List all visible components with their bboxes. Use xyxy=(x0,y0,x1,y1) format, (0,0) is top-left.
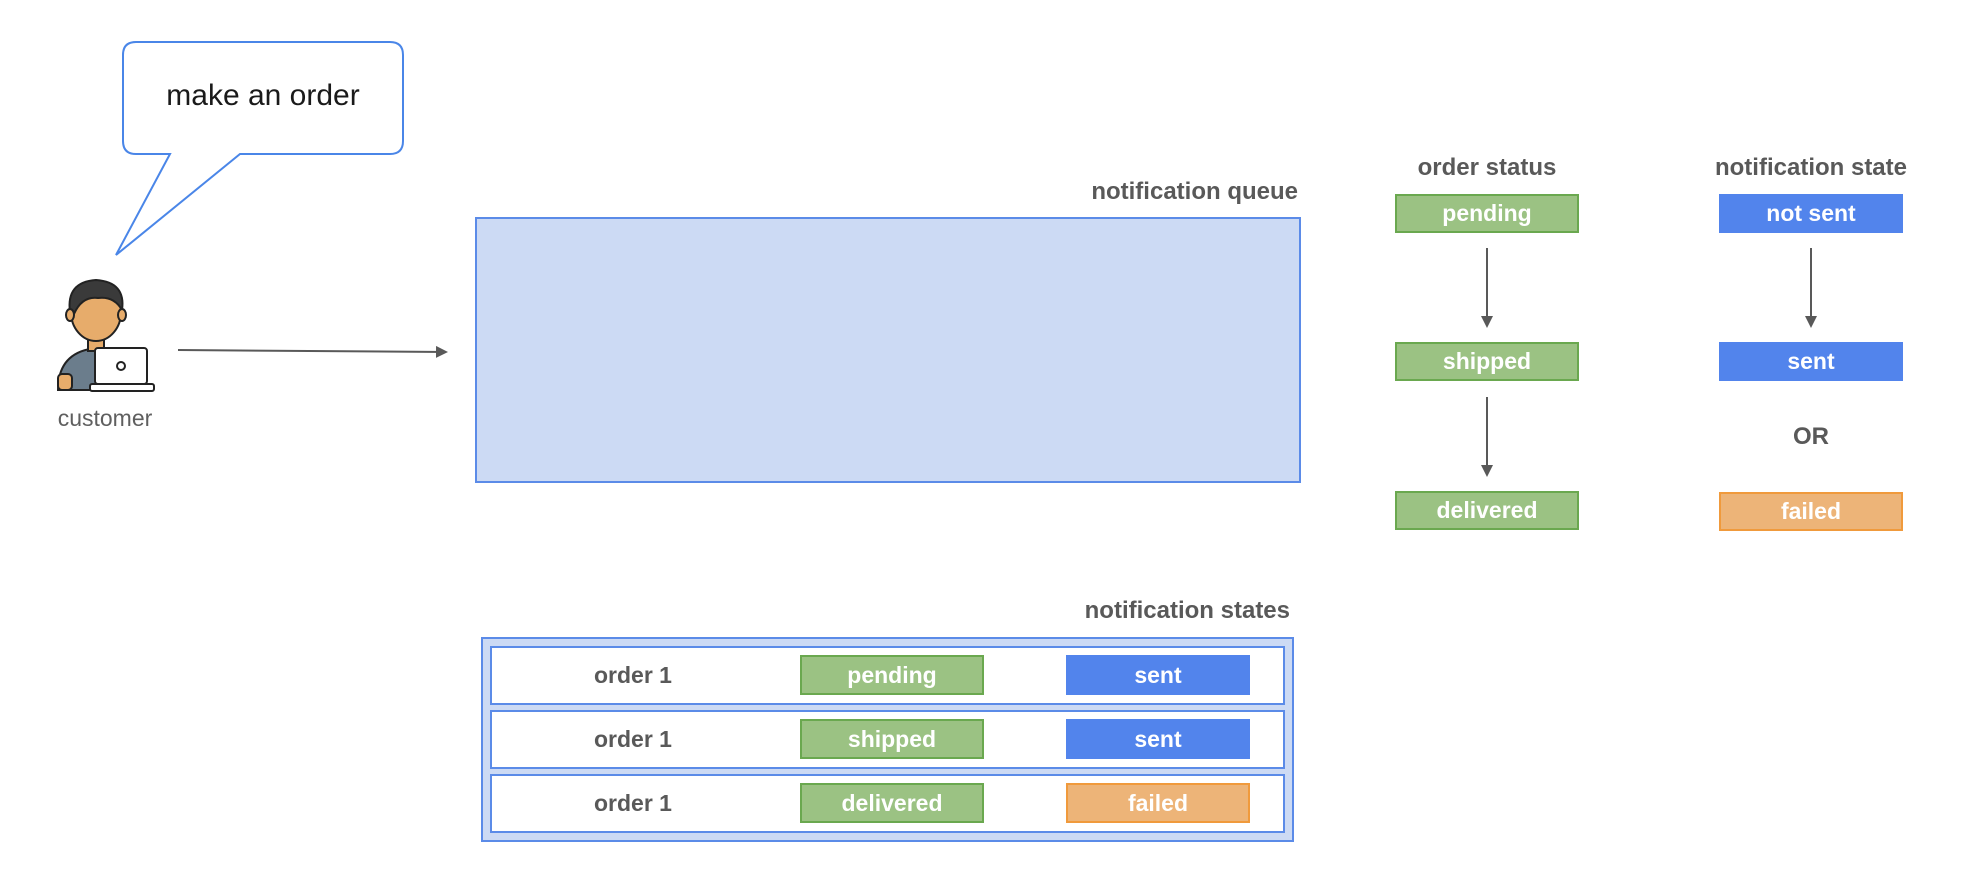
row-state-badge: failed xyxy=(1066,783,1250,823)
speech-bubble-text: make an order xyxy=(166,79,360,112)
order-status-title: order status xyxy=(1417,154,1557,181)
row-state-badge: sent xyxy=(1066,719,1250,759)
row-order-label: order 1 xyxy=(594,662,672,688)
notification-state-not-sent: not sent xyxy=(1719,194,1903,233)
row-status-badge: delivered xyxy=(800,783,984,823)
order-status-pending: pending xyxy=(1395,194,1579,233)
person-with-laptop-icon xyxy=(56,278,155,392)
row-state-badge: sent xyxy=(1066,655,1250,695)
notification-state-or-label: OR xyxy=(1793,423,1829,450)
order-status-shipped: shipped xyxy=(1395,342,1579,381)
row-status-badge: pending xyxy=(800,655,984,695)
row-order-label: order 1 xyxy=(594,726,672,752)
row-status-badge: shipped xyxy=(800,719,984,759)
notification-state-failed: failed xyxy=(1719,492,1903,531)
row-order-label: order 1 xyxy=(594,790,672,816)
order-status-delivered: delivered xyxy=(1395,491,1579,530)
notification-states-title: notification states xyxy=(1084,597,1290,624)
customer-to-queue-arrow xyxy=(177,345,448,358)
notification-state-title: notification state xyxy=(1714,154,1907,181)
speech-bubble xyxy=(115,41,404,256)
customer-label: customer xyxy=(57,405,153,431)
notification-queue-box xyxy=(475,217,1301,483)
notification-queue-title: notification queue xyxy=(1091,178,1298,205)
notification-state-sent: sent xyxy=(1719,342,1903,381)
